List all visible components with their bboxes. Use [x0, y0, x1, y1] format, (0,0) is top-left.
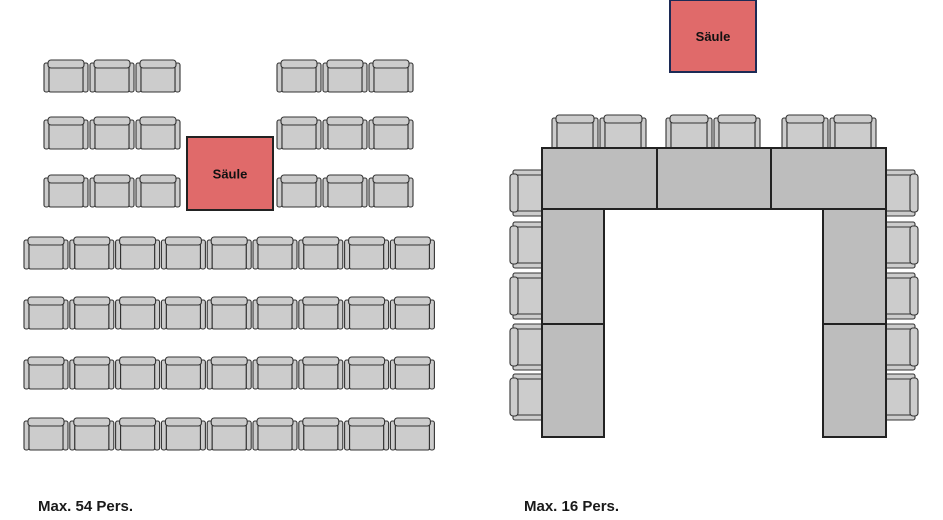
chair [781, 114, 829, 150]
chair [115, 296, 161, 330]
chair [89, 59, 135, 93]
chair [883, 373, 919, 421]
chair [115, 236, 161, 270]
chair [23, 236, 69, 270]
table [656, 147, 772, 210]
chair [298, 417, 344, 451]
table [541, 323, 605, 438]
chair [298, 356, 344, 390]
chair [298, 296, 344, 330]
chair [368, 59, 414, 93]
table [770, 147, 887, 210]
chair [368, 116, 414, 150]
chair [389, 356, 435, 390]
chair [252, 236, 298, 270]
chair [389, 417, 435, 451]
chair [665, 114, 713, 150]
chair [344, 296, 390, 330]
pillar-label: Säule [696, 29, 731, 44]
chair [389, 296, 435, 330]
chair [43, 116, 89, 150]
chair [509, 169, 545, 217]
chair [389, 236, 435, 270]
chair [509, 323, 545, 371]
chair-group-left [509, 169, 545, 421]
chair-row [23, 296, 435, 330]
chair [89, 116, 135, 150]
chair [551, 114, 599, 150]
chair [368, 174, 414, 208]
chair [252, 296, 298, 330]
chair-row [43, 174, 414, 208]
chair [276, 59, 322, 93]
chair [829, 114, 877, 150]
chair [322, 59, 368, 93]
chair-row [23, 356, 435, 390]
chair [322, 174, 368, 208]
chair [276, 116, 322, 150]
chair [69, 296, 115, 330]
chair [599, 114, 647, 150]
chair [69, 236, 115, 270]
chair [43, 59, 89, 93]
chair [206, 236, 252, 270]
chair [43, 174, 89, 208]
chair [160, 417, 206, 451]
chair-row [23, 236, 435, 270]
chair [322, 116, 368, 150]
chair [206, 296, 252, 330]
pillar: Säule [186, 136, 274, 211]
chair [206, 417, 252, 451]
chair-row [43, 59, 414, 93]
chair [115, 356, 161, 390]
chair [883, 169, 919, 217]
chair-row [43, 116, 414, 150]
pillar: Säule [669, 0, 757, 73]
table [541, 147, 658, 210]
chair [69, 417, 115, 451]
chair [135, 116, 181, 150]
chair [883, 221, 919, 269]
table [822, 323, 887, 438]
chair [344, 417, 390, 451]
chair [298, 236, 344, 270]
chair [160, 356, 206, 390]
chair [883, 323, 919, 371]
chair [23, 356, 69, 390]
chair [252, 356, 298, 390]
chair [276, 174, 322, 208]
chair [135, 59, 181, 93]
chair [160, 296, 206, 330]
u-shape-layout: Säule [509, 0, 919, 438]
chair-row [23, 417, 435, 451]
chair [509, 272, 545, 320]
chair [206, 356, 252, 390]
chair [883, 272, 919, 320]
chair [135, 174, 181, 208]
caption-theater: Max. 54 Pers. [38, 498, 134, 515]
chair [252, 417, 298, 451]
chair [509, 373, 545, 421]
table [541, 208, 605, 325]
caption-u-shape: Max. 16 Pers. [524, 498, 620, 515]
chair-group-right [883, 169, 919, 421]
table [822, 208, 887, 325]
theater-layout: Säule [23, 59, 435, 451]
chair [69, 356, 115, 390]
u-tables [541, 147, 887, 438]
chair [23, 417, 69, 451]
chair [713, 114, 761, 150]
chair-group-top [551, 114, 877, 150]
chair [160, 236, 206, 270]
chair [89, 174, 135, 208]
chair [509, 221, 545, 269]
chair [115, 417, 161, 451]
chair [23, 296, 69, 330]
chair [344, 356, 390, 390]
chair [344, 236, 390, 270]
pillar-label: Säule [213, 167, 248, 182]
